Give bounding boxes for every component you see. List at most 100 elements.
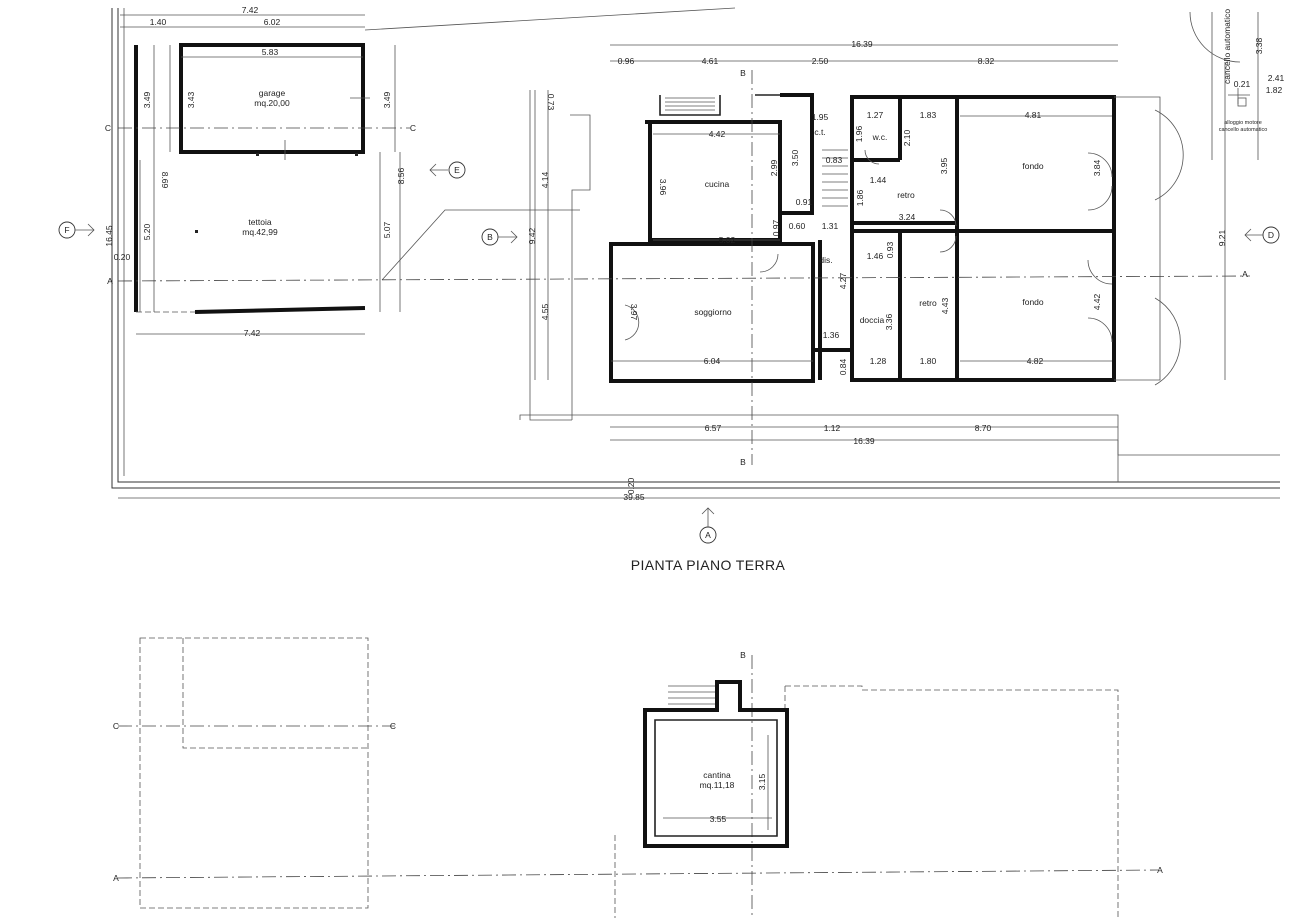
dim-doccia-336: 3.36 [884,313,894,330]
dim-retro-183: 1.83 [920,110,937,120]
drawing-title: PIANTA PIANO TERRA [631,557,786,573]
dim-cantina-355: 3.55 [710,814,727,824]
dim-wc-127: 1.27 [867,110,884,120]
section-label-f: F [64,225,69,235]
dim-site-1645: 16.45 [104,225,114,247]
dim-retro2-443: 4.43 [940,297,950,314]
garage-block [134,43,370,314]
dim-gate-241: 2.41 [1268,73,1285,83]
retro-label-2: retro [919,298,937,308]
dim-bottom-657: 6.57 [705,423,722,433]
garage-label: garage [259,88,286,98]
dim-cucina-442: 4.42 [709,129,726,139]
dim-tettoia-742: 7.42 [244,328,261,338]
dim-dis-427: 4.27 [838,272,848,289]
section-label-e: E [454,165,460,175]
cucina-label: cucina [705,179,730,189]
section-axis-lines [117,70,1251,465]
dim-house-096: 0.96 [618,56,635,66]
tettoia-label: tettoia [248,217,271,227]
dim-garage-349-right: 3.49 [382,91,392,108]
dim-fondo-482: 4.82 [1027,356,1044,366]
garage-area: mq.20,00 [254,98,290,108]
dim-cucina-299: 2.99 [769,159,779,176]
section-label-b-top: B [740,68,746,78]
basement-labels: C C B A A cantina mq.11,18 3.15 3.55 [113,650,1163,883]
dim-doccia-093: 0.93 [885,241,895,258]
dim-ct-091: 0.91 [796,197,813,207]
section-letters: E F B D A B B C C A A [64,68,1274,540]
fondo-label-1: fondo [1022,161,1044,171]
dim-tettoia-520: 5.20 [142,223,152,240]
dim-retro-144: 1.44 [870,175,887,185]
dim-sogg-397: 3.97 [629,304,639,321]
dim-retro-395: 3.95 [939,157,949,174]
doccia-label: doccia [860,315,885,325]
dim-fondo-481: 4.81 [1025,110,1042,120]
cantina-label: cantina [703,770,731,780]
dim-garage-583: 5.83 [262,47,279,57]
dim-site-020-bottom: 0.20 [626,477,636,494]
dimension-values: 7.42 1.40 6.02 5.83 3.43 3.49 3.49 8.69 … [104,5,1285,502]
dim-house-414: 4.14 [540,171,550,188]
dim-gate-182: 1.82 [1266,85,1283,95]
dim-bottom-1639: 16.39 [853,436,875,446]
dim-site-020-left: 0.20 [114,252,131,262]
dim-cucina-396: 3.96 [658,179,668,196]
dim-garage-343: 3.43 [186,91,196,108]
fondo-label-2: fondo [1022,297,1044,307]
dim-dis-097: 0.97 [771,219,781,236]
dim-house-455: 4.55 [540,303,550,320]
dim-fondo-442: 4.42 [1092,293,1102,310]
section-label-a-basement-right: A [1157,865,1163,875]
site-boundary [111,7,1280,489]
dim-sogg-604: 6.04 [704,356,721,366]
dim-retro-186: 1.86 [855,189,865,206]
dim-bottom-112: 1.12 [824,423,841,433]
dim-retro-324: 3.24 [899,212,916,222]
dim-sogg-136: 1.36 [823,330,840,340]
dim-ct-195: 1.95 [812,112,829,122]
dim-doccia-128: 1.28 [870,356,887,366]
dim-house-942: 9.42 [527,227,537,244]
soggiorno-label: soggiorno [694,307,732,317]
cantina-area: mq.11,18 [700,780,735,790]
dim-cantina-315: 3.15 [757,773,767,790]
dim-tettoia-507: 5.07 [382,221,392,238]
alloggio-note-2: cancello automatico [1219,127,1268,133]
dim-right-921: 9.21 [1217,229,1227,246]
section-label-b-bottom: B [740,457,746,467]
dim-house-073: 0.73 [546,94,556,111]
basement-plan [117,637,1159,918]
section-label-c-basement-left: C [113,721,119,731]
dim-doccia-084: 0.84 [838,358,848,375]
dim-fondo-384: 3.84 [1092,159,1102,176]
dim-ct-083: 0.83 [826,155,843,165]
dim-dis-146: 1.46 [867,251,884,261]
dim-dis-131: 1.31 [822,221,839,231]
dim-house-250: 2.50 [812,56,829,66]
section-label-d: D [1268,230,1274,240]
dim-garage-349-left: 3.49 [142,91,152,108]
dim-bottom-870: 8.70 [975,423,992,433]
dim-house-461: 4.61 [702,56,719,66]
dim-gate-021: 0.21 [1234,79,1251,89]
section-label-b-basement: B [740,650,746,660]
garage-dimension-lines [120,14,401,335]
dim-house-1639-top: 16.39 [851,39,873,49]
alloggio-note-1: alloggio motore [1224,120,1262,126]
section-label-a-circle: A [705,530,711,540]
dim-garage-140: 1.40 [150,17,167,27]
tettoia-area: mq.42,99 [242,227,278,237]
house-dimension-lines [118,44,1280,499]
dim-ct-350: 3.50 [790,149,800,166]
dim-garage-602: 6.02 [264,17,281,27]
house-details [624,11,1259,386]
section-label-a-right: A [1242,269,1248,279]
retro-label-1: retro [897,190,915,200]
dim-site-3985: 39.85 [623,492,645,502]
section-label-c-basement-right: C [390,721,396,731]
dis-label: dis. [819,255,832,265]
dim-garage-742-top: 7.42 [242,5,259,15]
